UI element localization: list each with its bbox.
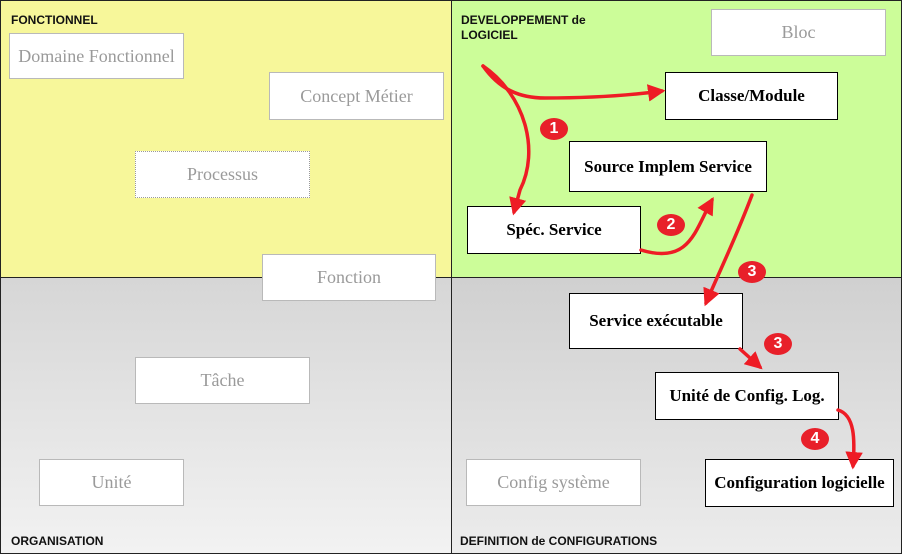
box-tache: Tâche [135,357,310,404]
box-service-executable: Service exécutable [569,293,743,349]
box-classe-module: Classe/Module [665,72,838,120]
box-configuration-logicielle: Configuration logicielle [705,459,894,507]
box-unite: Unité [39,459,184,506]
software-quadrant-label-line1: DEVELOPPEMENT de [461,13,586,27]
box-spec-service: Spéc. Service [467,206,641,254]
step-badge-3b: 3 [764,333,792,355]
box-concept-metier: Concept Métier [269,72,444,120]
box-bloc: Bloc [711,9,886,56]
organisation-quadrant [0,277,452,554]
organisation-quadrant-label: ORGANISATION [11,534,104,548]
box-fonction: Fonction [262,254,436,301]
box-source-implem-service: Source Implem Service [569,141,767,192]
software-quadrant-label-line2: LOGICIEL [461,28,518,42]
step-badge-1: 1 [540,118,568,140]
box-domaine-fonctionnel: Domaine Fonctionnel [9,33,184,79]
functional-quadrant-label: FONCTIONNEL [11,13,98,27]
box-unite-config-log: Unité de Config. Log. [655,372,839,420]
step-badge-2: 2 [657,214,685,236]
configurations-quadrant-label: DEFINITION de CONFIGURATIONS [460,534,658,548]
step-badge-3a: 3 [738,261,766,283]
box-config-systeme: Config système [466,459,641,506]
box-processus: Processus [135,151,310,198]
software-quadrant-label: DEVELOPPEMENT de LOGICIEL [461,13,586,43]
step-badge-4: 4 [801,428,829,450]
